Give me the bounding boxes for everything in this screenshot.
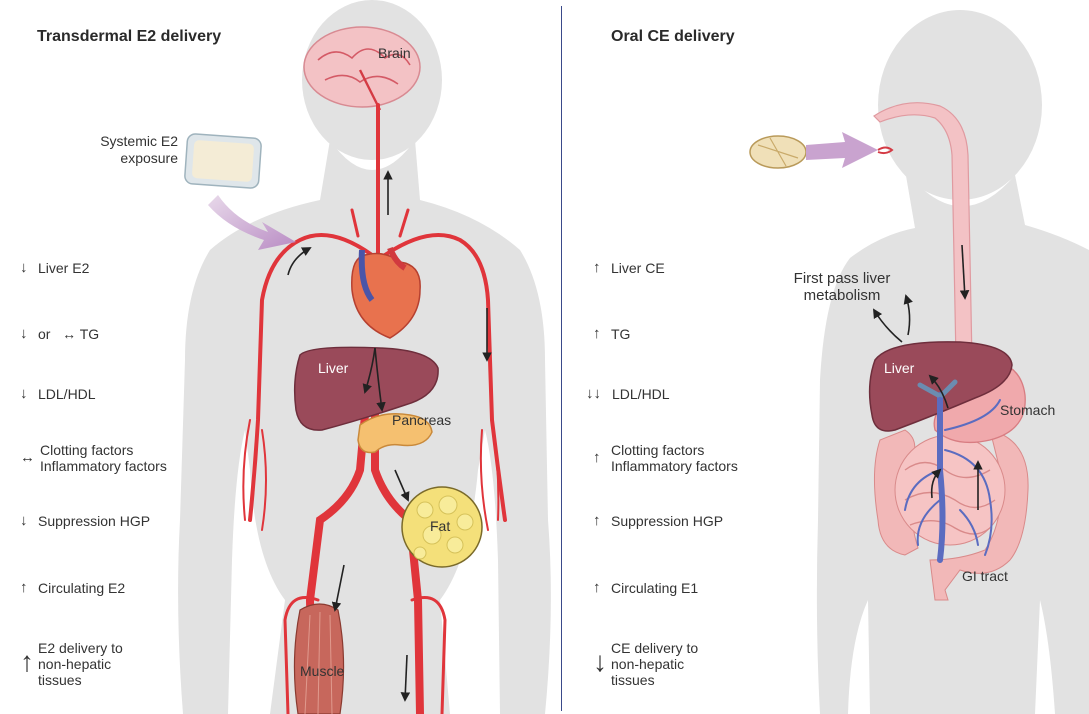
effect-text: CE delivery to non-hepatic tissues	[611, 640, 698, 688]
left-effect: ↓or ↔ TG	[20, 326, 99, 342]
oral-pill	[750, 136, 806, 168]
effect-arrow: ↓	[20, 326, 34, 342]
gi-tract-label: GI tract	[962, 568, 1008, 585]
patch-label-line1: Systemic E2	[82, 133, 178, 150]
effect-arrow: ↑	[593, 580, 607, 596]
left-effect: ↓LDL/HDL	[20, 386, 96, 402]
effect-text: Suppression HGP	[38, 513, 150, 529]
effect-arrow: ↑	[593, 513, 607, 529]
right-effect: ↑Suppression HGP	[593, 513, 723, 529]
right-panel-title: Oral CE delivery	[611, 28, 735, 46]
right-effect: ↓CE delivery to non-hepatic tissues	[593, 640, 698, 688]
effect-text: Clotting factors Inflammatory factors	[611, 442, 738, 474]
left-effect: ↓Liver E2	[20, 260, 89, 276]
muscle-tissue	[294, 604, 343, 714]
effect-arrow: ↓	[20, 260, 34, 276]
liver-label: Liver	[318, 360, 348, 376]
right-effect: ↑Circulating E1	[593, 580, 698, 596]
effect-text: Liver CE	[611, 260, 665, 276]
effect-text: LDL/HDL	[612, 386, 670, 402]
effect-arrow: ↔	[20, 450, 34, 466]
effect-text: Liver E2	[38, 260, 89, 276]
effect-arrow: ↓	[593, 640, 607, 684]
left-effect: ↑Circulating E2	[20, 580, 125, 596]
effect-text: Clotting factors Inflammatory factors	[40, 442, 167, 474]
left-effect: ↑E2 delivery to non-hepatic tissues	[20, 640, 123, 688]
fat-label: Fat	[430, 518, 450, 535]
patch-label-line2: exposure	[82, 150, 178, 167]
effect-text: Circulating E2	[38, 580, 125, 596]
effect-text: or ↔ TG	[38, 326, 99, 342]
transdermal-patch	[184, 133, 261, 188]
patch-label: Systemic E2 exposure	[82, 133, 178, 167]
effect-arrow: ↓↓	[586, 386, 608, 402]
pancreas-label: Pancreas	[392, 412, 451, 429]
effect-arrow: ↓	[20, 513, 34, 529]
right-effect: ↑TG	[593, 326, 630, 342]
panel-divider	[561, 6, 562, 711]
effect-arrow: ↑	[593, 450, 607, 466]
first-pass-line1: First pass liver	[788, 270, 896, 287]
effect-arrow: ↑	[593, 260, 607, 276]
muscle-label: Muscle	[300, 663, 344, 680]
pill-ingestion-arrow	[806, 132, 878, 168]
right-effect: ↑Clotting factors Inflammatory factors	[593, 442, 738, 474]
effect-text: Circulating E1	[611, 580, 698, 596]
liver-label-right: Liver	[884, 360, 914, 376]
stomach-label: Stomach	[1000, 402, 1055, 419]
right-effect: ↑Liver CE	[593, 260, 665, 276]
effect-text: LDL/HDL	[38, 386, 96, 402]
effect-arrow: ↑	[20, 580, 34, 596]
effect-text: E2 delivery to non-hepatic tissues	[38, 640, 123, 688]
effect-text: Suppression HGP	[611, 513, 723, 529]
first-pass-line2: metabolism	[788, 287, 896, 304]
effect-text: TG	[611, 326, 630, 342]
left-effect: ↓Suppression HGP	[20, 513, 150, 529]
effect-arrow: ↓	[20, 386, 34, 402]
effect-arrow: ↑	[20, 640, 34, 684]
left-panel-title: Transdermal E2 delivery	[37, 28, 221, 46]
effect-arrow: ↑	[593, 326, 607, 342]
left-effect: ↔ Clotting factors Inflammatory factors	[20, 442, 167, 474]
brain-label: Brain	[378, 45, 411, 62]
right-effect: ↓↓LDL/HDL	[586, 386, 670, 402]
first-pass-label: First pass liver metabolism	[788, 270, 896, 304]
